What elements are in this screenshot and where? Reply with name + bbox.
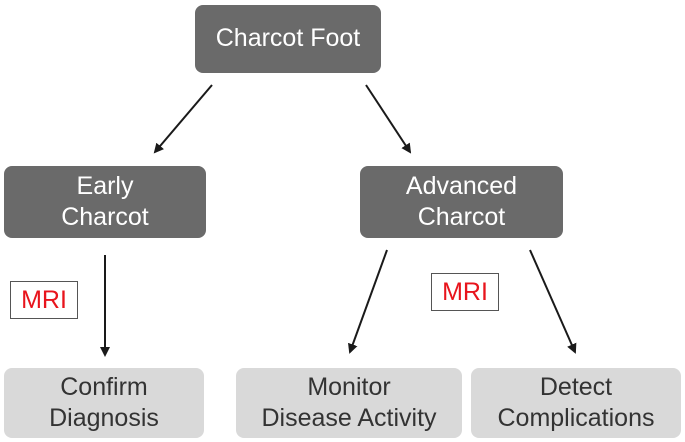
mri-tag-left-label: MRI bbox=[21, 285, 67, 314]
node-charcot-foot-label: Charcot Foot bbox=[215, 24, 361, 53]
node-early-charcot-line2: Charcot bbox=[61, 203, 149, 231]
node-advanced-charcot-line1: Advanced bbox=[405, 171, 518, 200]
node-detect-line2: Complications bbox=[497, 404, 655, 432]
node-charcot-foot: Charcot Foot bbox=[195, 5, 381, 73]
node-monitor-line1: Monitor bbox=[307, 372, 391, 401]
node-confirm-diagnosis: Confirm Diagnosis bbox=[4, 368, 204, 438]
node-advanced-charcot-line2: Charcot bbox=[417, 203, 506, 231]
node-monitor-line2: Disease Activity bbox=[261, 404, 437, 432]
arrow-root-to-early bbox=[153, 84, 213, 154]
arrow-root-to-advanced bbox=[365, 84, 412, 154]
arrow-advanced-to-monitor bbox=[348, 249, 388, 354]
mri-tag-right: MRI bbox=[431, 273, 499, 311]
node-early-charcot: Early Charcot bbox=[4, 166, 206, 238]
node-monitor-disease-activity: Monitor Disease Activity bbox=[236, 368, 462, 438]
mri-tag-right-label: MRI bbox=[442, 277, 488, 306]
node-detect-complications: Detect Complications bbox=[471, 368, 681, 438]
node-early-charcot-line1: Early bbox=[76, 171, 134, 200]
arrow-advanced-to-detect bbox=[529, 249, 577, 354]
mri-tag-left: MRI bbox=[10, 281, 78, 319]
node-confirm-diagnosis-line1: Confirm bbox=[60, 372, 148, 401]
node-advanced-charcot: Advanced Charcot bbox=[360, 166, 563, 238]
node-confirm-diagnosis-line2: Diagnosis bbox=[49, 404, 159, 432]
node-detect-line1: Detect bbox=[539, 372, 613, 401]
